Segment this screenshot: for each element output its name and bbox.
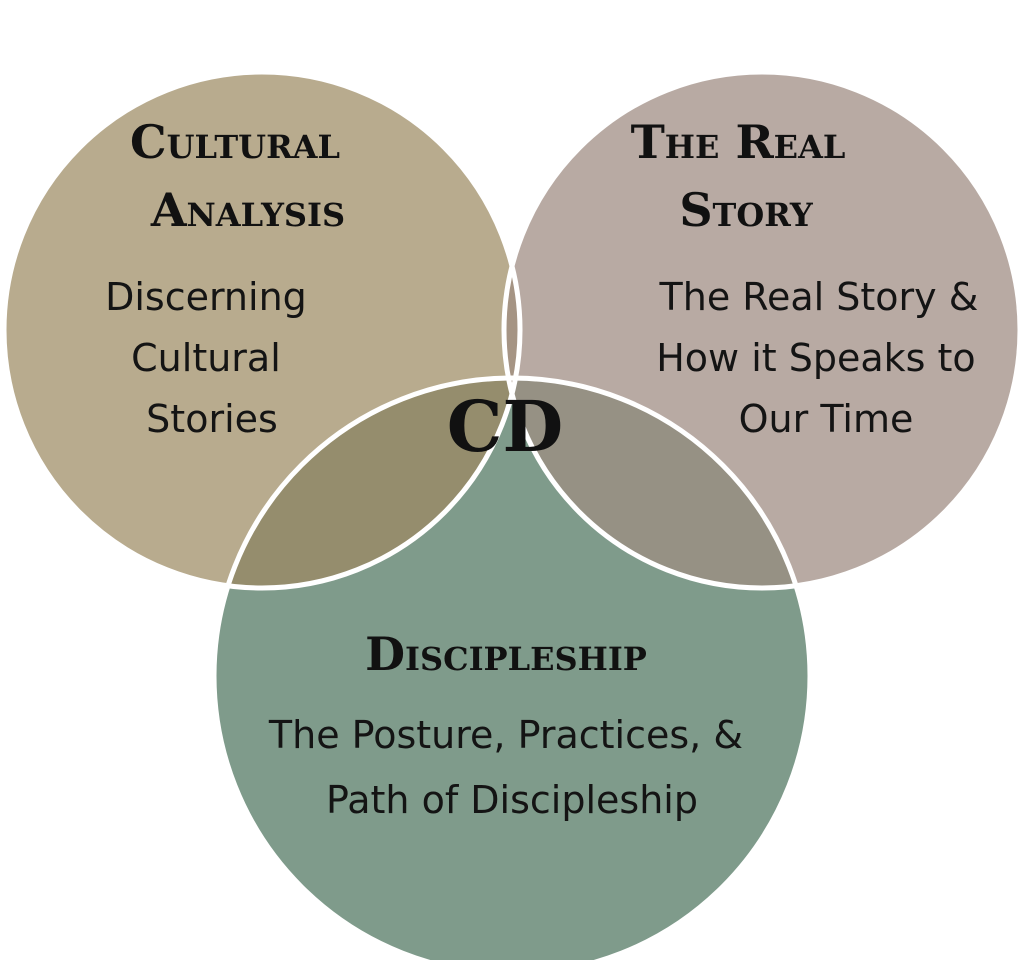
- real-story-title-line: The Real: [631, 115, 846, 169]
- circle-outlines: [1, 69, 1023, 960]
- discipleship-title: Discipleship: [365, 627, 647, 681]
- real-story-desc-line: Our Time: [739, 397, 914, 441]
- cultural-discipleship-overlap: [214, 378, 520, 588]
- real-story-title: The Real Story: [631, 115, 862, 237]
- real-story-desc-line: The Real Story &: [659, 275, 979, 319]
- cultural-analysis-description: Discerning Cultural Stories: [105, 275, 319, 441]
- discipleship-desc-line: The Posture, Practices, &: [268, 713, 743, 757]
- cultural-analysis-desc-line: Discerning: [105, 275, 307, 319]
- real-story-desc-line: How it Speaks to: [656, 336, 975, 380]
- cultural-analysis-desc-line: Stories: [146, 397, 278, 441]
- center-label: CD: [447, 385, 563, 468]
- cultural-analysis-title-line: Analysis: [150, 183, 345, 237]
- discipleship-title-line: Discipleship: [365, 627, 647, 681]
- real-story-description: The Real Story & How it Speaks to Our Ti…: [656, 275, 990, 441]
- real-story-discipleship-overlap: [504, 378, 810, 588]
- cultural-analysis-desc-line: Cultural: [131, 336, 281, 380]
- discipleship-desc-line: Path of Discipleship: [326, 778, 698, 822]
- cultural-analysis-title-line: Cultural: [130, 115, 340, 169]
- real-story-title-line: Story: [679, 183, 814, 237]
- cultural-analysis-title: Cultural Analysis: [130, 115, 356, 237]
- discipleship-description: The Posture, Practices, & Path of Discip…: [268, 713, 755, 822]
